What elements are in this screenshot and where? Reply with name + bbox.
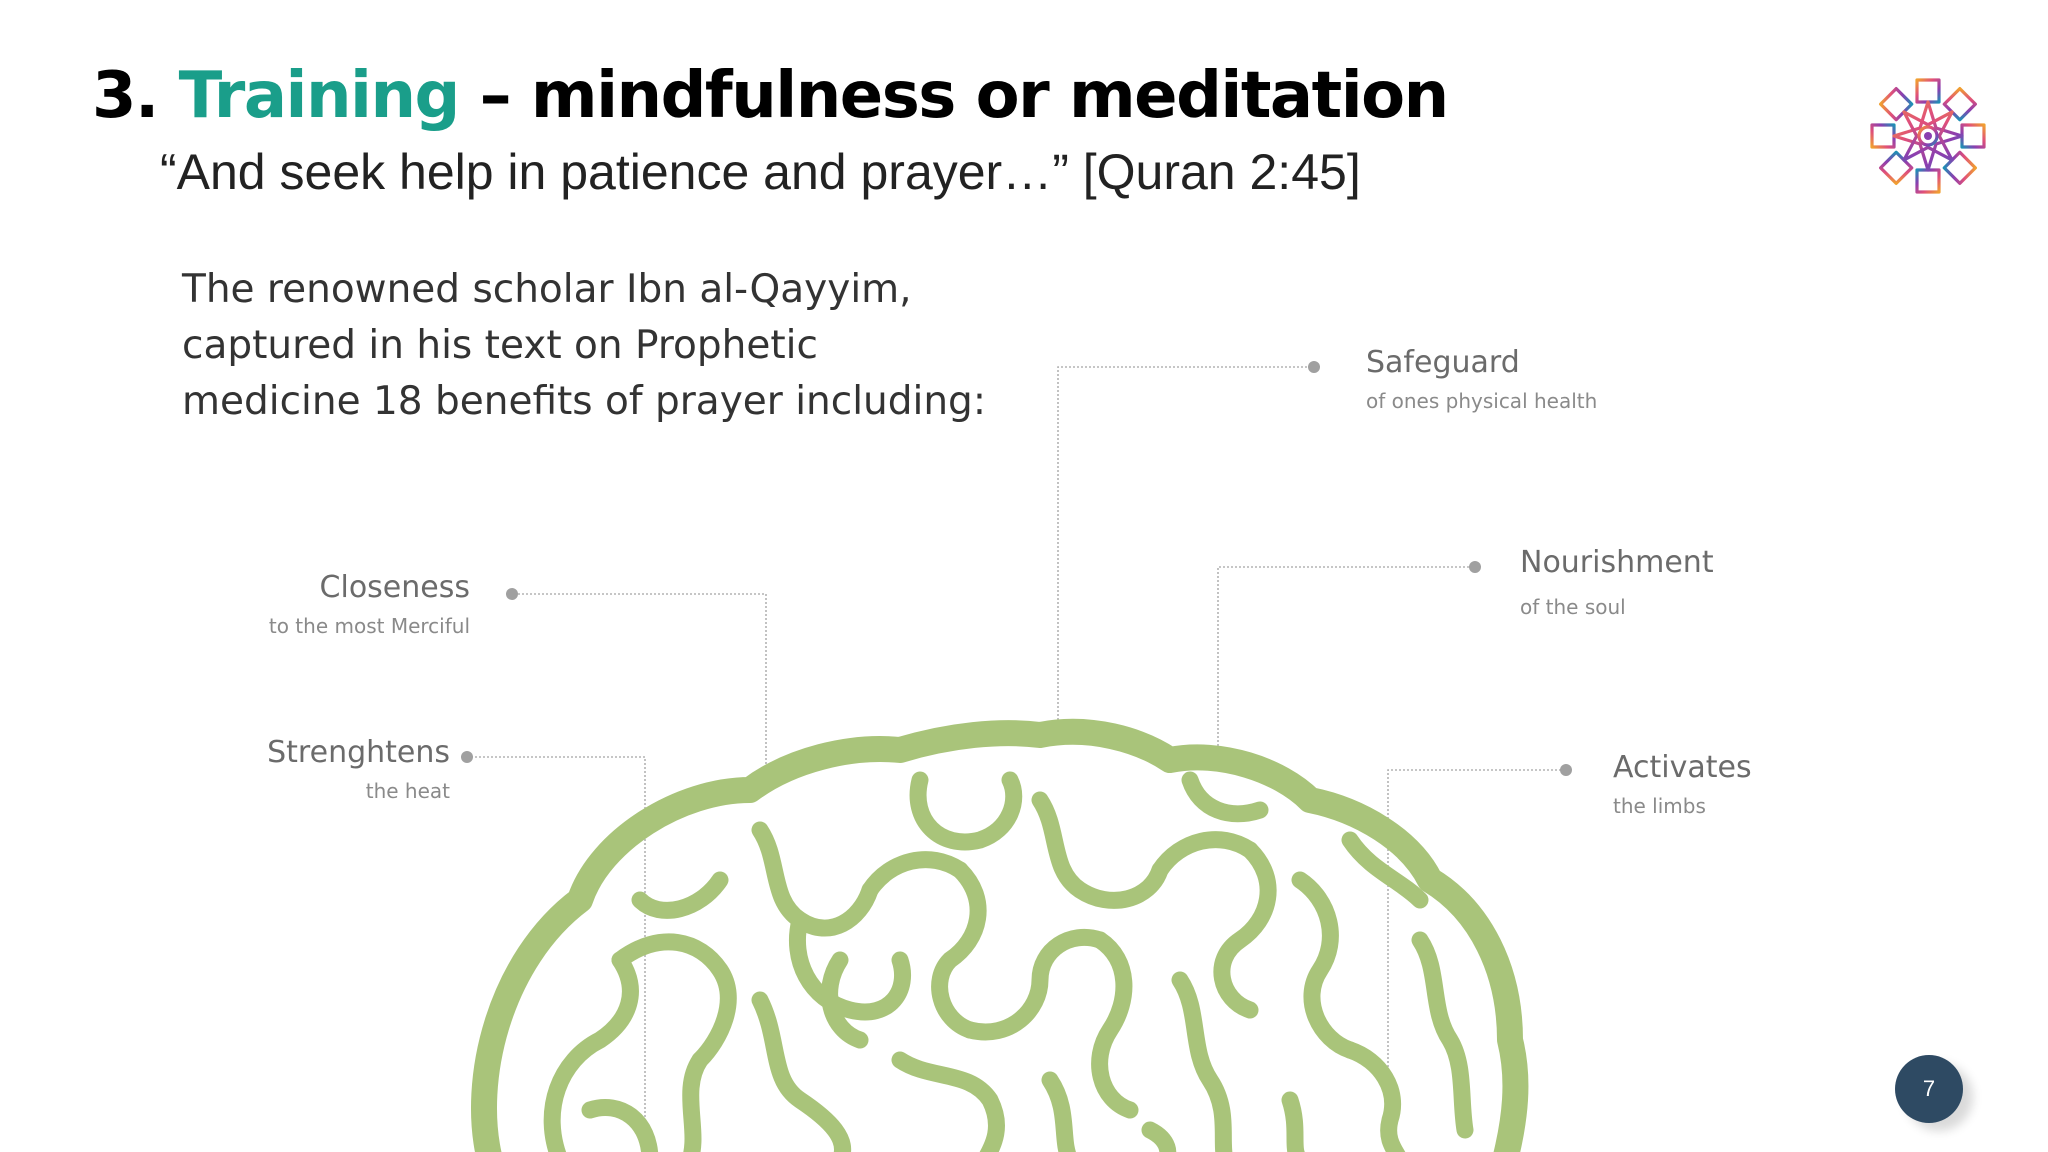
- connector-activates: [1387, 769, 1565, 1152]
- connector-lines: [467, 366, 1565, 1152]
- page-title: 3. Training – mindfulness or meditation: [92, 58, 1450, 135]
- benefit-subtitle: the heat: [365, 779, 450, 803]
- title-accent: Training: [178, 59, 461, 133]
- benefit-title: Activates: [1613, 750, 1752, 785]
- benefit-safeguard: Safeguard of ones physical health: [1366, 345, 1597, 413]
- dot-strengthens: [461, 751, 473, 763]
- benefit-subtitle: to the most Merciful: [268, 614, 470, 638]
- benefit-subtitle: of the soul: [1520, 595, 1626, 619]
- benefit-subtitle: the limbs: [1613, 794, 1706, 818]
- page-number-badge: 7: [1895, 1055, 1963, 1123]
- intro-line: captured in his text on Prophetic: [182, 323, 818, 368]
- benefit-activates: Activates the limbs: [1613, 750, 1752, 818]
- connector-strengthens: [467, 756, 646, 1152]
- subtitle-quote: “And seek help in patience and prayer…” …: [160, 144, 1361, 200]
- dot-activates: [1560, 764, 1572, 776]
- brain-icon: [471, 718, 1529, 1152]
- benefit-title: Strenghtens: [267, 735, 450, 770]
- connector-closeness: [514, 593, 767, 770]
- benefit-title: Safeguard: [1366, 345, 1520, 380]
- benefit-strengthens: Strenghtens the heat: [250, 735, 450, 803]
- dot-nourishment: [1469, 561, 1481, 573]
- benefit-subtitle: of ones physical health: [1366, 389, 1598, 413]
- connector-dots: [461, 361, 1572, 776]
- benefit-nourishment: Nourishment of the soul: [1520, 545, 1714, 619]
- connector-safeguard: [1057, 366, 1311, 730]
- dot-closeness: [506, 588, 518, 600]
- dot-safeguard: [1308, 361, 1320, 373]
- title-rest: – mindfulness or meditation: [479, 59, 1450, 133]
- title-prefix: 3.: [92, 59, 159, 133]
- intro-line: medicine 18 benefits of prayer including…: [182, 379, 986, 424]
- benefit-title: Nourishment: [1520, 545, 1714, 580]
- intro-text: The renowned scholar Ibn al-Qayyim, capt…: [182, 262, 1042, 430]
- connector-nourishment: [1217, 566, 1473, 760]
- benefit-title: Closeness: [319, 570, 470, 605]
- mandala-logo-icon: [1870, 78, 1986, 194]
- benefit-closeness: Closeness to the most Merciful: [258, 570, 470, 638]
- intro-line: The renowned scholar Ibn al-Qayyim,: [182, 267, 912, 312]
